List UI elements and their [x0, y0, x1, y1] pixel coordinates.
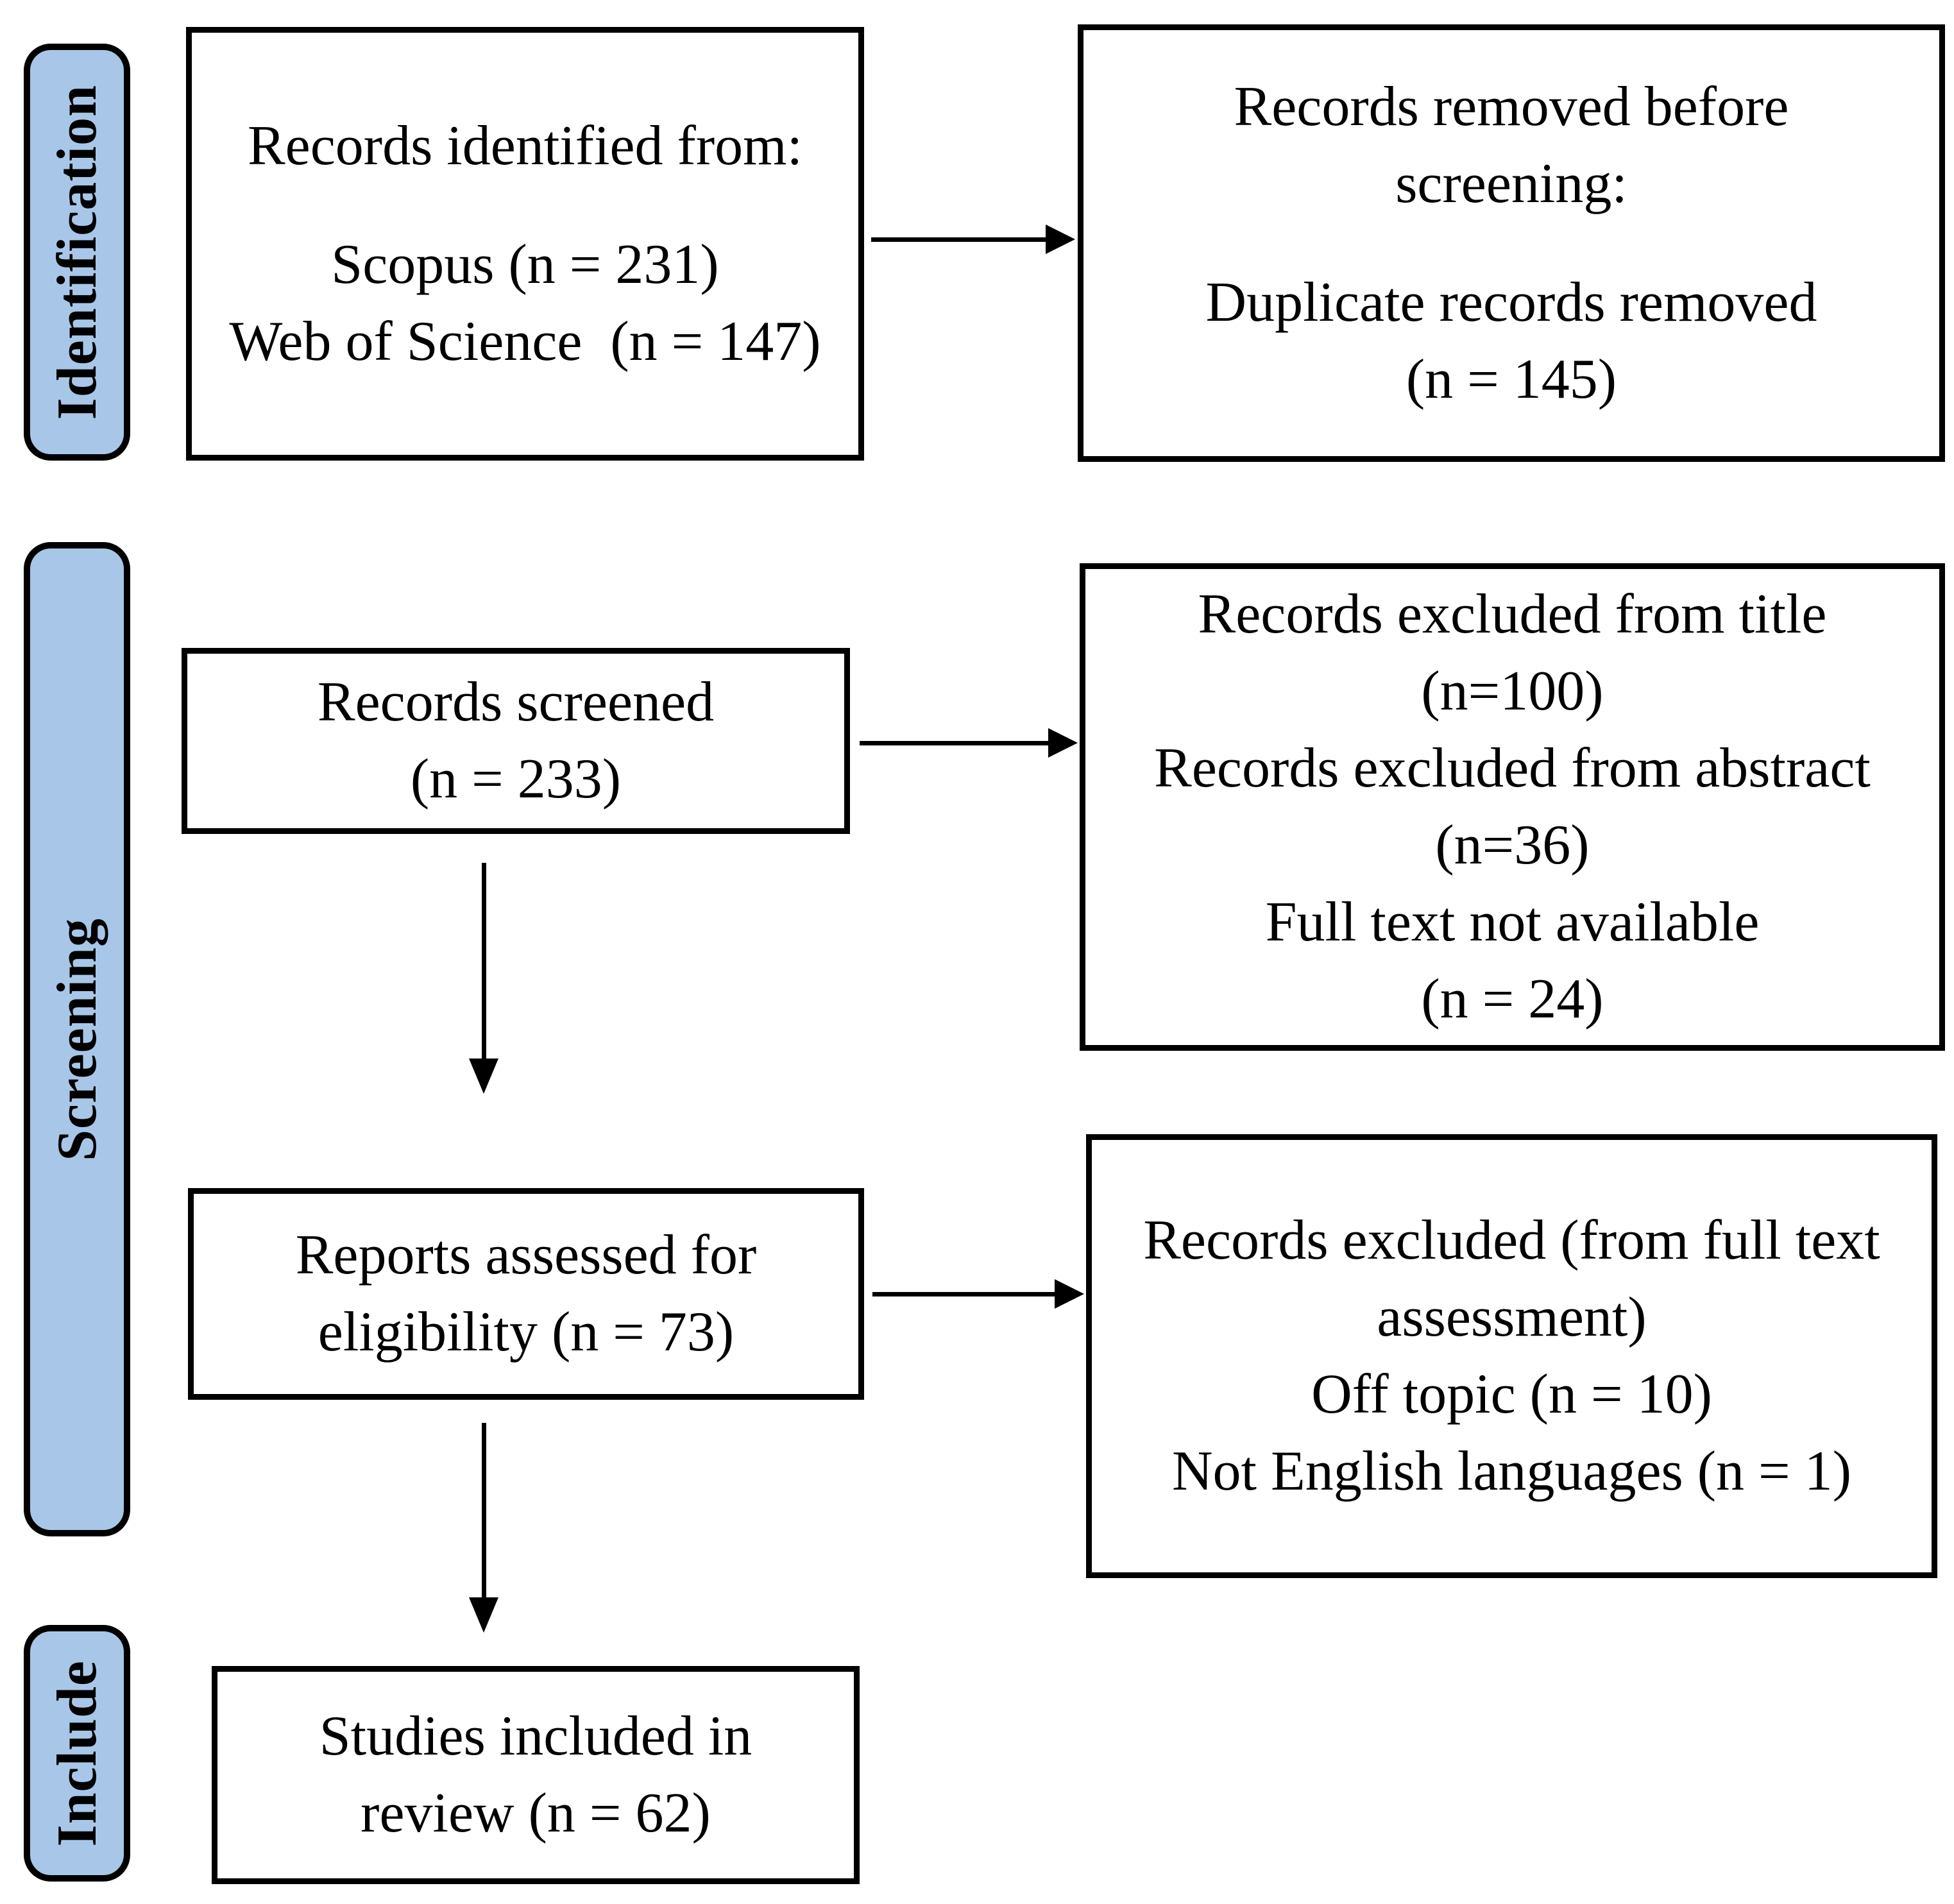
stage-pill-include: Include [24, 1625, 130, 1882]
text-line: (n = 24) [1421, 968, 1604, 1030]
text-line: (n = 233) [410, 748, 622, 810]
box-records-excluded-fulltext: Records excluded (from full text assessm… [1086, 1134, 1937, 1578]
arrow-head-icon [1055, 1279, 1084, 1309]
stage-label-screening: Screening [46, 917, 108, 1161]
arrow-line [871, 237, 1047, 242]
arrow-head-icon [469, 1058, 498, 1094]
arrow-assessed-to-excluded [872, 1279, 1084, 1309]
stage-label-identification: Identification [46, 84, 108, 420]
text-line: Not English languages (n = 1) [1171, 1440, 1851, 1502]
arrow-line [860, 740, 1049, 745]
text-line: Records identified from: [247, 114, 803, 177]
text-line: Studies included in [319, 1705, 752, 1767]
text-line: Web of Science (n = 147) [229, 310, 821, 373]
arrow-line [872, 1291, 1056, 1296]
arrow-head-icon [469, 1597, 498, 1633]
box-records-screened: Records screened (n = 233) [182, 648, 850, 834]
text-line: Duplicate records removed [1205, 271, 1817, 334]
arrow-screened-to-assessed [469, 863, 498, 1094]
text-line: Full text not available [1265, 891, 1760, 953]
text-line: Records excluded (from full text [1143, 1209, 1880, 1271]
arrow-screened-to-excluded [860, 728, 1078, 758]
text-line: screening: [1395, 152, 1627, 215]
text-line: Scopus (n = 231) [331, 233, 719, 296]
text-line: (n=36) [1435, 814, 1590, 876]
arrow-head-icon [1048, 728, 1078, 758]
arrow-assessed-to-included [469, 1423, 498, 1633]
text-line: Records screened [317, 671, 715, 733]
text-line: Records excluded from title [1198, 583, 1827, 645]
text-line: Off topic (n = 10) [1311, 1363, 1712, 1425]
box-studies-included: Studies included in review (n = 62) [212, 1666, 860, 1884]
text-line: (n = 145) [1406, 348, 1617, 411]
stage-pill-screening: Screening [24, 542, 130, 1536]
box-records-removed: Records removed before screening: Duplic… [1078, 24, 1945, 462]
text-line: Records excluded from abstract [1154, 737, 1871, 799]
arrow-head-icon [1046, 225, 1075, 254]
arrow-line [481, 863, 486, 1060]
text-line: Records removed before [1234, 75, 1789, 138]
text-line: Reports assessed for [295, 1224, 757, 1286]
text-line: review (n = 62) [361, 1782, 711, 1844]
arrow-line [481, 1423, 486, 1599]
text-line: eligibility (n = 73) [318, 1301, 735, 1363]
text-line: (n=100) [1421, 660, 1604, 722]
stage-pill-identification: Identification [24, 44, 130, 461]
box-records-excluded-screening: Records excluded from title (n=100) Reco… [1080, 563, 1945, 1051]
box-records-identified: Records identified from: Scopus (n = 231… [186, 27, 864, 461]
stage-label-include: Include [46, 1660, 108, 1847]
arrow-identified-to-removed [871, 225, 1075, 254]
text-line: assessment) [1377, 1286, 1647, 1348]
box-reports-assessed: Reports assessed for eligibility (n = 73… [188, 1188, 864, 1400]
